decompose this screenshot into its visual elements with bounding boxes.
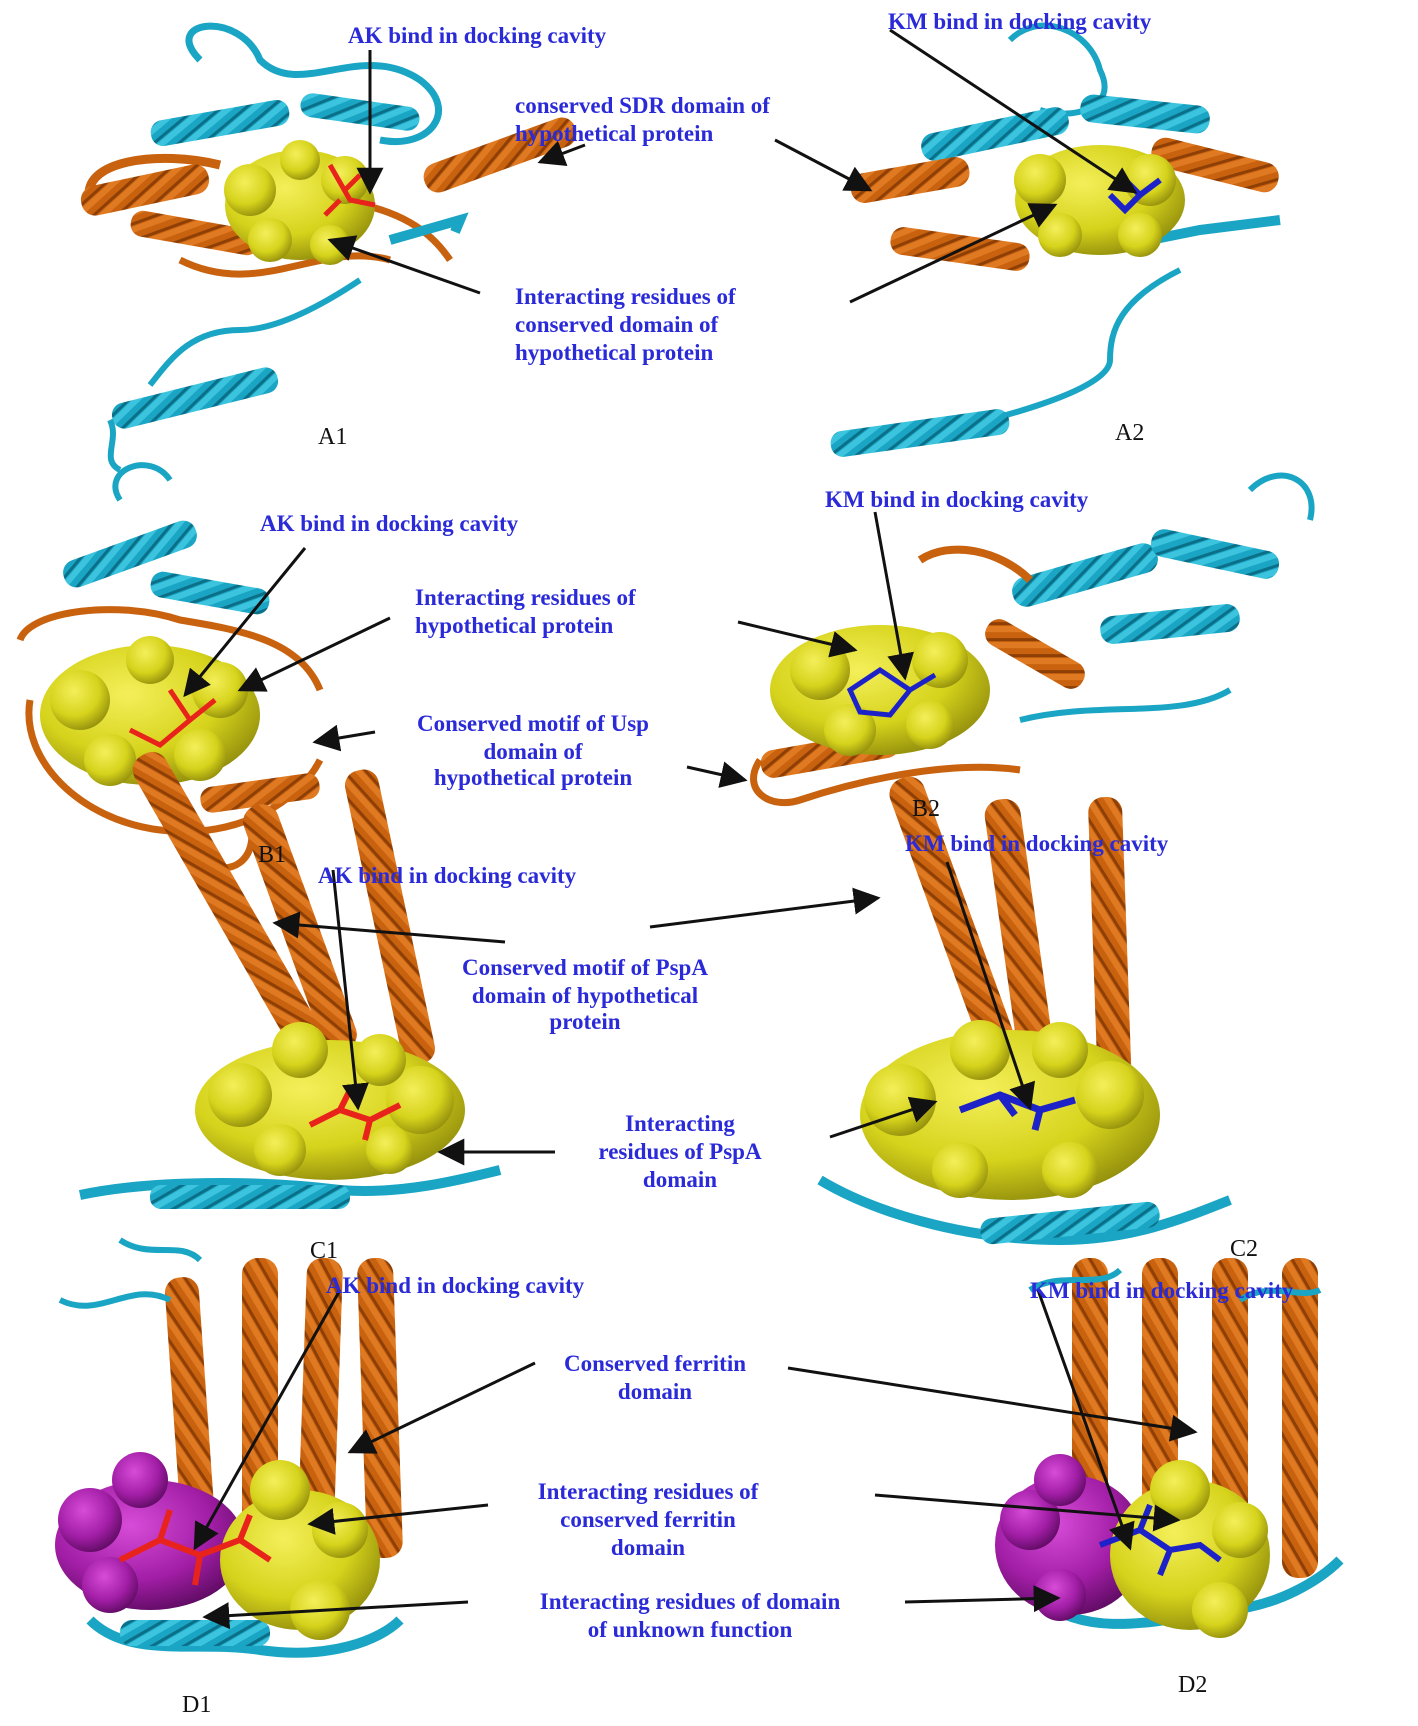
- structure-a2: [829, 26, 1282, 459]
- panel-label-d1: D1: [182, 1692, 211, 1719]
- panel-label-c2: C2: [1230, 1236, 1258, 1263]
- c-int-label-2: residues of PspA: [555, 1138, 805, 1166]
- d-fer-label-1: Conserved ferritin: [515, 1350, 795, 1378]
- b-usp-label-2: domain of: [378, 738, 688, 766]
- a-sdr-label-2: hypothetical protein: [515, 120, 713, 148]
- structure-b2: [754, 476, 1312, 803]
- d-fer-label-2: domain: [515, 1378, 795, 1406]
- c-int-label-3: domain: [555, 1166, 805, 1194]
- b-int-label-2: hypothetical protein: [415, 612, 613, 640]
- b1-ak-label: AK bind in docking cavity: [260, 510, 518, 538]
- d1-ak-label: AK bind in docking cavity: [326, 1272, 584, 1300]
- a-sdr-label-1: conserved SDR domain of: [515, 92, 770, 120]
- panel-label-c1: C1: [310, 1238, 338, 1265]
- a2-km-label: KM bind in docking cavity: [888, 8, 1151, 36]
- a-int-label-3: hypothetical protein: [515, 339, 713, 367]
- structure-d1: [55, 1240, 403, 1653]
- b-usp-label-1: Conserved motif of Usp: [378, 710, 688, 738]
- d-int-label-2: conserved ferritin: [478, 1506, 818, 1534]
- structure-a1: [78, 26, 580, 470]
- c1-ak-label: AK bind in docking cavity: [318, 862, 576, 890]
- panel-label-a1: A1: [318, 424, 347, 451]
- d-int-label-1: Interacting residues of: [478, 1478, 818, 1506]
- panel-label-b1: B1: [258, 842, 286, 869]
- panel-label-a2: A2: [1115, 420, 1144, 447]
- d-int-label-3: domain: [478, 1534, 818, 1562]
- a-int-label-1: Interacting residues of: [515, 283, 736, 311]
- a1-ak-label: AK bind in docking cavity: [348, 22, 606, 50]
- b-int-label-1: Interacting residues of: [415, 584, 636, 612]
- panel-label-d2: D2: [1178, 1672, 1207, 1699]
- d-unk-label-1: Interacting residues of domain: [465, 1588, 915, 1616]
- b-usp-label-3: hypothetical protein: [378, 764, 688, 792]
- a-int-label-2: conserved domain of: [515, 311, 718, 339]
- c-psp-label-1: Conserved motif of PspA: [410, 954, 760, 982]
- panel-label-b2: B2: [912, 796, 940, 823]
- c-int-label-1: Interacting: [555, 1110, 805, 1138]
- c2-km-label: KM bind in docking cavity: [905, 830, 1168, 858]
- d-unk-label-2: of unknown function: [465, 1616, 915, 1644]
- b2-km-label: KM bind in docking cavity: [825, 486, 1088, 514]
- d2-km-label: KM bind in docking cavity: [1030, 1277, 1293, 1305]
- c-psp-label-2: domain of hypothetical: [410, 982, 760, 1010]
- c-psp-label-3: protein: [410, 1008, 760, 1036]
